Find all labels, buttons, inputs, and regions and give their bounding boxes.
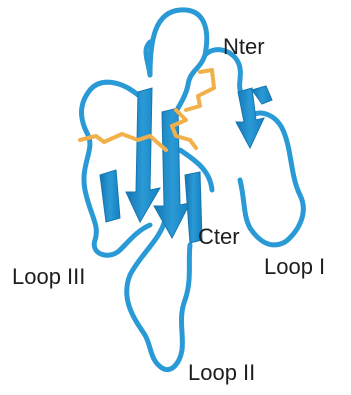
- label-loop-iii: Loop III: [12, 266, 85, 288]
- loop-iii-coil: [82, 82, 139, 255]
- label-loop-ii: Loop II: [188, 362, 255, 384]
- strand-lower-left: [100, 170, 120, 222]
- label-loop-i: Loop I: [264, 256, 325, 278]
- disulfide-bond-3: [80, 134, 166, 150]
- strand-far-right: [252, 86, 272, 104]
- label-cter: Cter: [198, 226, 240, 248]
- coil-mid-left: [120, 225, 150, 250]
- loop-ii-coil: [127, 220, 190, 370]
- strand-left: [126, 88, 160, 222]
- label-nter: Nter: [223, 36, 265, 58]
